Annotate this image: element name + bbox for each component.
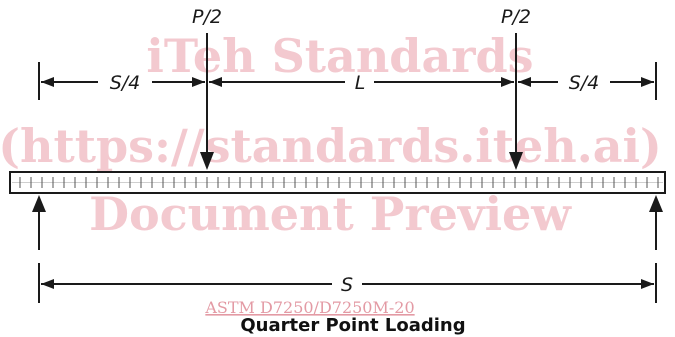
load-arrowhead-right	[509, 152, 523, 170]
load-label-right: P/2	[501, 6, 531, 28]
dim-label-left-quarter: S/4	[110, 72, 141, 94]
dim-label-right-quarter: S/4	[569, 72, 600, 94]
load-arrowhead-left	[200, 152, 214, 170]
support-arrowhead-left	[32, 195, 46, 212]
span-dimension-line	[41, 279, 654, 289]
figure-caption: Quarter Point Loading	[240, 315, 465, 336]
top-dimension-line	[41, 77, 654, 87]
beam-specimen	[9, 171, 666, 194]
watermark-line2: (https://standards.iteh.ai)	[0, 119, 662, 173]
support-arrowhead-right	[649, 195, 663, 212]
watermark: iTeh Standards (https://standards.iteh.a…	[0, 29, 662, 317]
watermark-line3: Document Preview	[89, 187, 572, 241]
watermark-reference: ASTM D7250/D7250M-20	[204, 298, 414, 317]
watermark-line1: iTeh Standards	[146, 29, 533, 83]
dim-label-support-span: S	[341, 274, 353, 296]
load-label-left: P/2	[192, 6, 222, 28]
dim-label-load-span: L	[355, 72, 366, 94]
beam-hatch-marks	[19, 177, 659, 188]
